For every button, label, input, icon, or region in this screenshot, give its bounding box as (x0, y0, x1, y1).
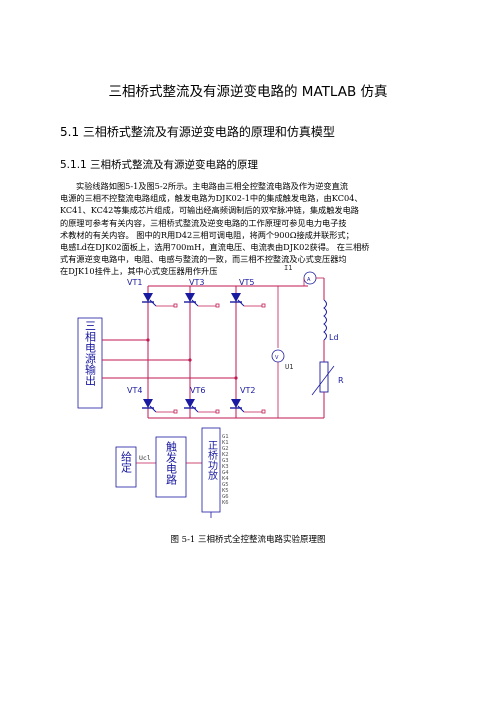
vt6-label: VT6 (190, 386, 205, 395)
resistor-icon (319, 361, 329, 393)
document-title: 三相桥式整流及有源逆变电路的 MATLAB 仿真 (108, 84, 388, 100)
ammeter-symbol: A (307, 277, 311, 283)
pulse-output: G5 (222, 482, 229, 488)
pulse-output: G1 (222, 434, 229, 440)
vt3-label: VT3 (189, 278, 204, 287)
paragraph-line: 在DJK10挂件上，其中心式变压器用作升压 (60, 266, 218, 277)
subsection-heading: 5.1.1 三相桥式整流及有源逆变电路的原理 (60, 159, 259, 171)
vt5-label: VT5 (239, 278, 254, 287)
resistor-label: R (338, 376, 344, 385)
paragraph-line: 电感Ld在DJK02面板上，选用700mH，直流电压、电流表由DJK02获得。 … (60, 242, 370, 253)
figure-caption: 图 5-1 三相桥式全控整流电路实验原理图 (170, 535, 326, 545)
setpoint-box (115, 446, 137, 488)
pulse-output: K5 (222, 488, 229, 494)
ucl-label: Ucl (139, 454, 151, 462)
voltmeter-symbol: V (275, 355, 279, 361)
paragraph-line: 实验线路如图5-1及图5-2所示。主电路由三相全控整流电路及作为逆变直流 (76, 181, 348, 191)
pulse-output: G4 (222, 470, 229, 476)
pulse-output: G6 (222, 494, 229, 500)
pulse-output: K1 (222, 440, 229, 446)
paragraph-line: KC41、KC42等集成芯片组成，可输出经高频调制后的双窄脉冲链，集成触发电路 (60, 205, 359, 216)
paragraph-line: 的原理可参考有关内容，三相桥式整流及逆变电路的工作原理可参见电力电子技 (60, 217, 347, 228)
thyristor-vt2 (229, 398, 245, 413)
trigger-label: 触发电路 (165, 440, 178, 486)
paragraph-line: 电源的三相不控整流电路组成，触发电路为DJK02-1中的集成触发电路，由KC04… (60, 193, 363, 204)
pulse-output: K4 (222, 476, 229, 482)
trigger-box (155, 436, 187, 498)
paragraph-line: 式有源逆变电路中，电阻、电感与整流的一致，而三相不控整流及心式变压器均 (60, 254, 347, 265)
setpoint-label: 给定 (120, 451, 133, 474)
current-label: I1 (284, 264, 292, 272)
thyristor-vt5 (229, 292, 245, 307)
inductor-icon (323, 299, 327, 341)
inductor-label: Ld (329, 333, 339, 342)
source-label: 三相电源输出 (84, 320, 97, 386)
pulse-output: G3 (222, 458, 229, 464)
pulse-output: G2 (222, 446, 229, 452)
source-box (77, 317, 103, 409)
thyristor-vt3 (183, 292, 199, 307)
body-paragraph: 实验线路如图5-1及图5-2所示。主电路由三相全控整流电路及作为逆变直流 电源的… (60, 180, 436, 278)
vt1-label: VT1 (127, 278, 142, 287)
thyristor-vt6 (183, 398, 199, 413)
section-heading: 5.1 三相桥式整流及有源逆变电路的原理和仿真模型 (60, 125, 335, 139)
pulse-amp-label: 正桥功放 (206, 440, 218, 481)
voltage-label: U1 (285, 363, 293, 371)
pulse-output: K2 (222, 452, 229, 458)
thyristor-vt1 (141, 292, 157, 307)
paragraph-line: 术教材的有关内容。 图中的R用D42三相可调电阻，将两个900Ω接成并联形式； (60, 229, 354, 240)
vt4-label: VT4 (127, 386, 142, 395)
pulse-output-labels: G1 K1 G2 K2 G3 K3 G4 K4 G5 K5 G6 K6 (222, 434, 229, 506)
vt2-label: VT2 (240, 386, 255, 395)
pulse-output: K3 (222, 464, 229, 470)
thyristor-vt4 (141, 398, 157, 413)
pulse-output: K6 (222, 500, 229, 506)
